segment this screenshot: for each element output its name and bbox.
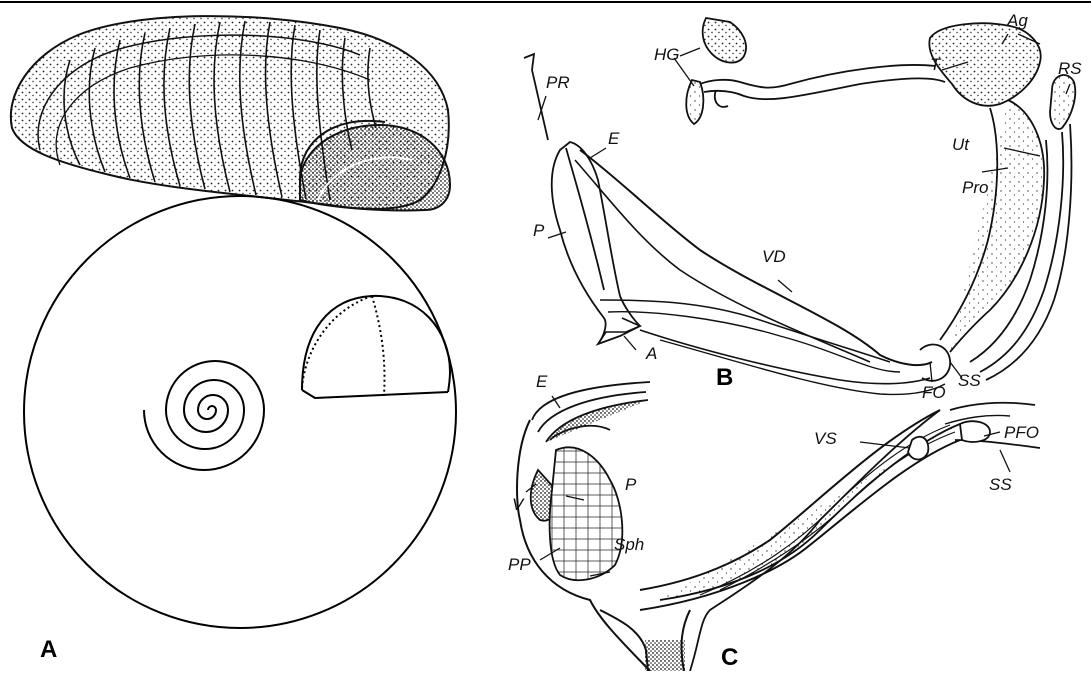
label-ss-c: SS — [989, 476, 1012, 493]
label-pfo: PFO — [1004, 424, 1039, 441]
panel-label-b: B — [716, 366, 733, 390]
label-hg: HG — [654, 46, 680, 63]
label-sph: Sph — [614, 536, 644, 553]
label-p-c: P — [625, 476, 636, 493]
label-vd: VD — [762, 248, 786, 265]
label-e-b: E — [608, 130, 619, 147]
label-ut: Ut — [952, 136, 969, 153]
shell-umbilical-view — [24, 196, 456, 628]
label-ag: Ag — [1007, 12, 1028, 29]
panel-label-c: C — [721, 646, 738, 670]
label-pr: PR — [546, 74, 570, 91]
label-pp: PP — [508, 556, 531, 573]
shell-side-view — [11, 16, 450, 210]
label-ss-b: SS — [958, 372, 981, 389]
label-v: V — [512, 496, 523, 513]
label-a-b: A — [646, 345, 657, 362]
penis-section-diagram — [517, 382, 1040, 671]
label-vs: VS — [814, 430, 837, 447]
label-fo: FO — [922, 384, 946, 401]
label-t: T — [930, 56, 940, 73]
label-e-c: E — [536, 373, 547, 390]
label-p-b: P — [533, 222, 544, 239]
label-rs: RS — [1058, 60, 1082, 77]
label-pro: Pro — [962, 179, 988, 196]
panel-label-a: A — [40, 638, 57, 662]
reproductive-system-diagram — [524, 18, 1075, 395]
